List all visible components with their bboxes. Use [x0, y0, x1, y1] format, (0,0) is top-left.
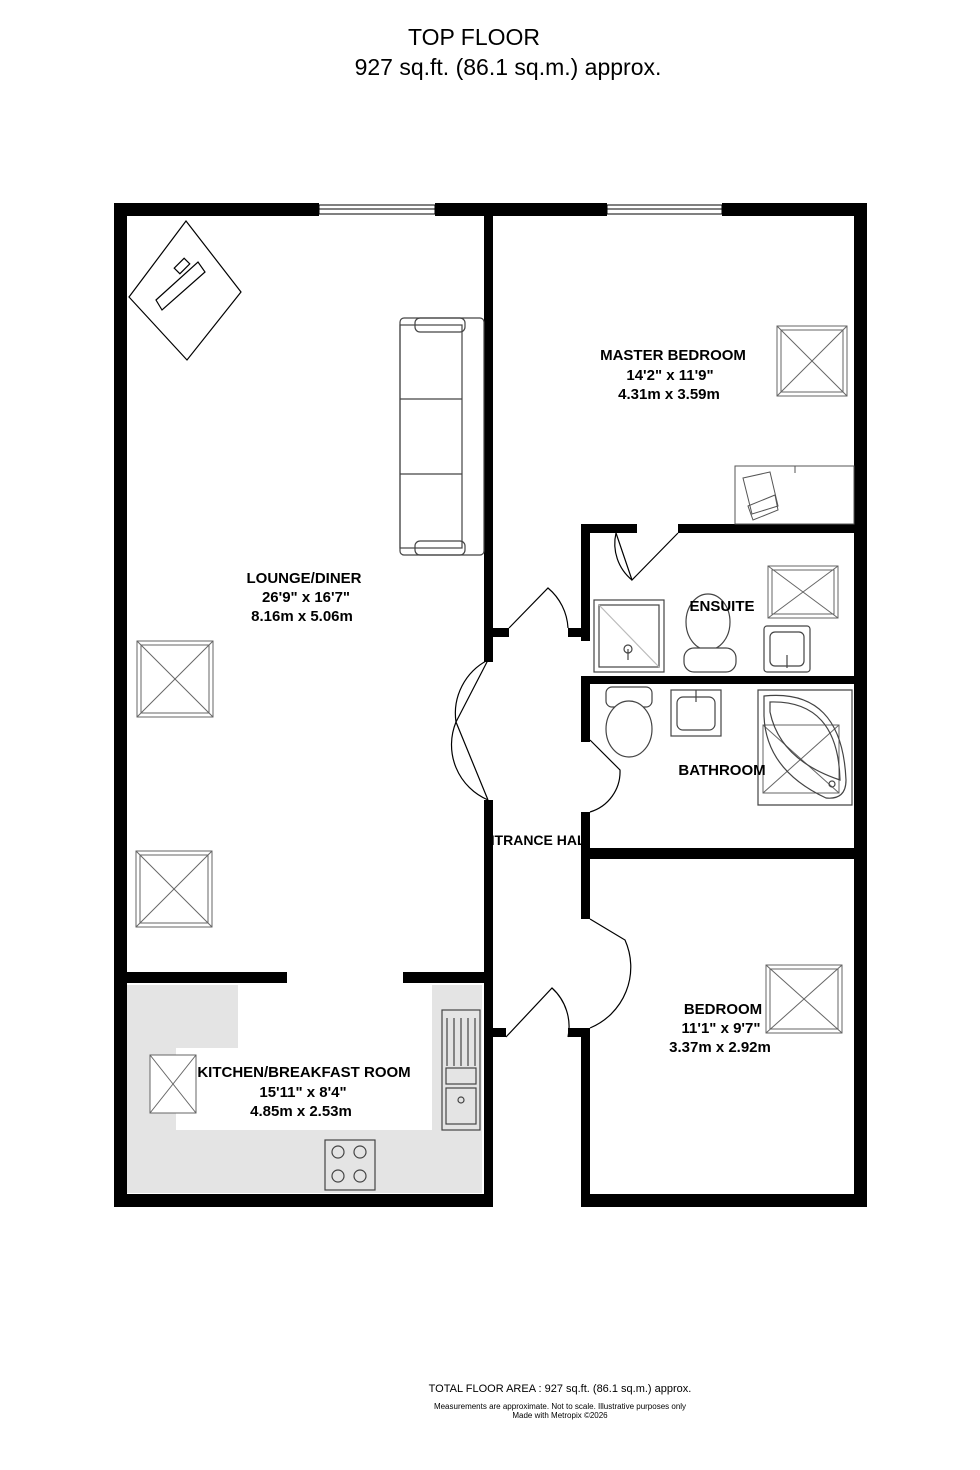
toilet-icon [605, 686, 653, 758]
lounge-metric: 8.16m x 5.06m [251, 608, 353, 625]
toilet-icon [683, 593, 737, 673]
hob-icon [324, 1139, 376, 1191]
skylight-icon [149, 1054, 197, 1114]
shower-icon [593, 599, 665, 673]
bedroom-name: BEDROOM [684, 1001, 762, 1018]
skylight-icon [135, 850, 213, 928]
sofa-icon [399, 317, 485, 556]
kitchen-name: KITCHEN/BREAKFAST ROOM [197, 1064, 410, 1081]
master-name: MASTER BEDROOM [600, 347, 746, 364]
hall-name: NTRANCE HAL [484, 832, 586, 848]
floor-area: 927 sq.ft. (86.1 sq.m.) approx. [354, 54, 662, 80]
sink-icon [441, 1009, 481, 1131]
kitchen-floor-fill [126, 985, 482, 1193]
master-imperial: 14'2" x 11'9" [626, 367, 713, 384]
interior-walls [127, 216, 854, 1207]
room-labels: LOUNGE/DINER 26'9" x 16'7" 8.16m x 5.06m… [197, 347, 771, 1120]
desk-icon [734, 465, 855, 525]
windows [318, 204, 723, 215]
skylight-icon [136, 640, 214, 718]
doors [450, 532, 679, 1038]
skylights [135, 325, 848, 1114]
ensuite-name: ENSUITE [689, 598, 754, 615]
bedroom-metric: 3.37m x 2.92m [669, 1039, 771, 1056]
floor-title: TOP FLOOR [407, 24, 541, 50]
kitchen-metric: 4.85m x 2.53m [250, 1103, 352, 1120]
credit: Made with Metropix ©2026 [512, 1411, 608, 1420]
skylight-icon [767, 565, 839, 619]
skylight-icon [776, 325, 848, 397]
basin-icon [670, 689, 722, 737]
bath-icon [757, 689, 853, 806]
master-metric: 4.31m x 3.59m [618, 386, 720, 403]
outer-walls [114, 203, 867, 1207]
lounge-imperial: 26'9" x 16'7" [262, 589, 350, 606]
skylight-icon [765, 964, 843, 1034]
lounge-name: LOUNGE/DINER [246, 570, 361, 587]
fireplace-icon [128, 220, 242, 361]
kitchen-imperial: 15'11" x 8'4" [259, 1084, 346, 1101]
disclaimer: Measurements are approximate. Not to sca… [433, 1402, 687, 1411]
total-floor-area: TOTAL FLOOR AREA : 927 sq.ft. (86.1 sq.m… [428, 1383, 692, 1395]
bathroom-name: BATHROOM [678, 762, 765, 779]
bedroom-imperial: 11'1" x 9'7" [682, 1020, 761, 1037]
basin-icon [763, 625, 811, 673]
skylight-icon [762, 724, 840, 794]
